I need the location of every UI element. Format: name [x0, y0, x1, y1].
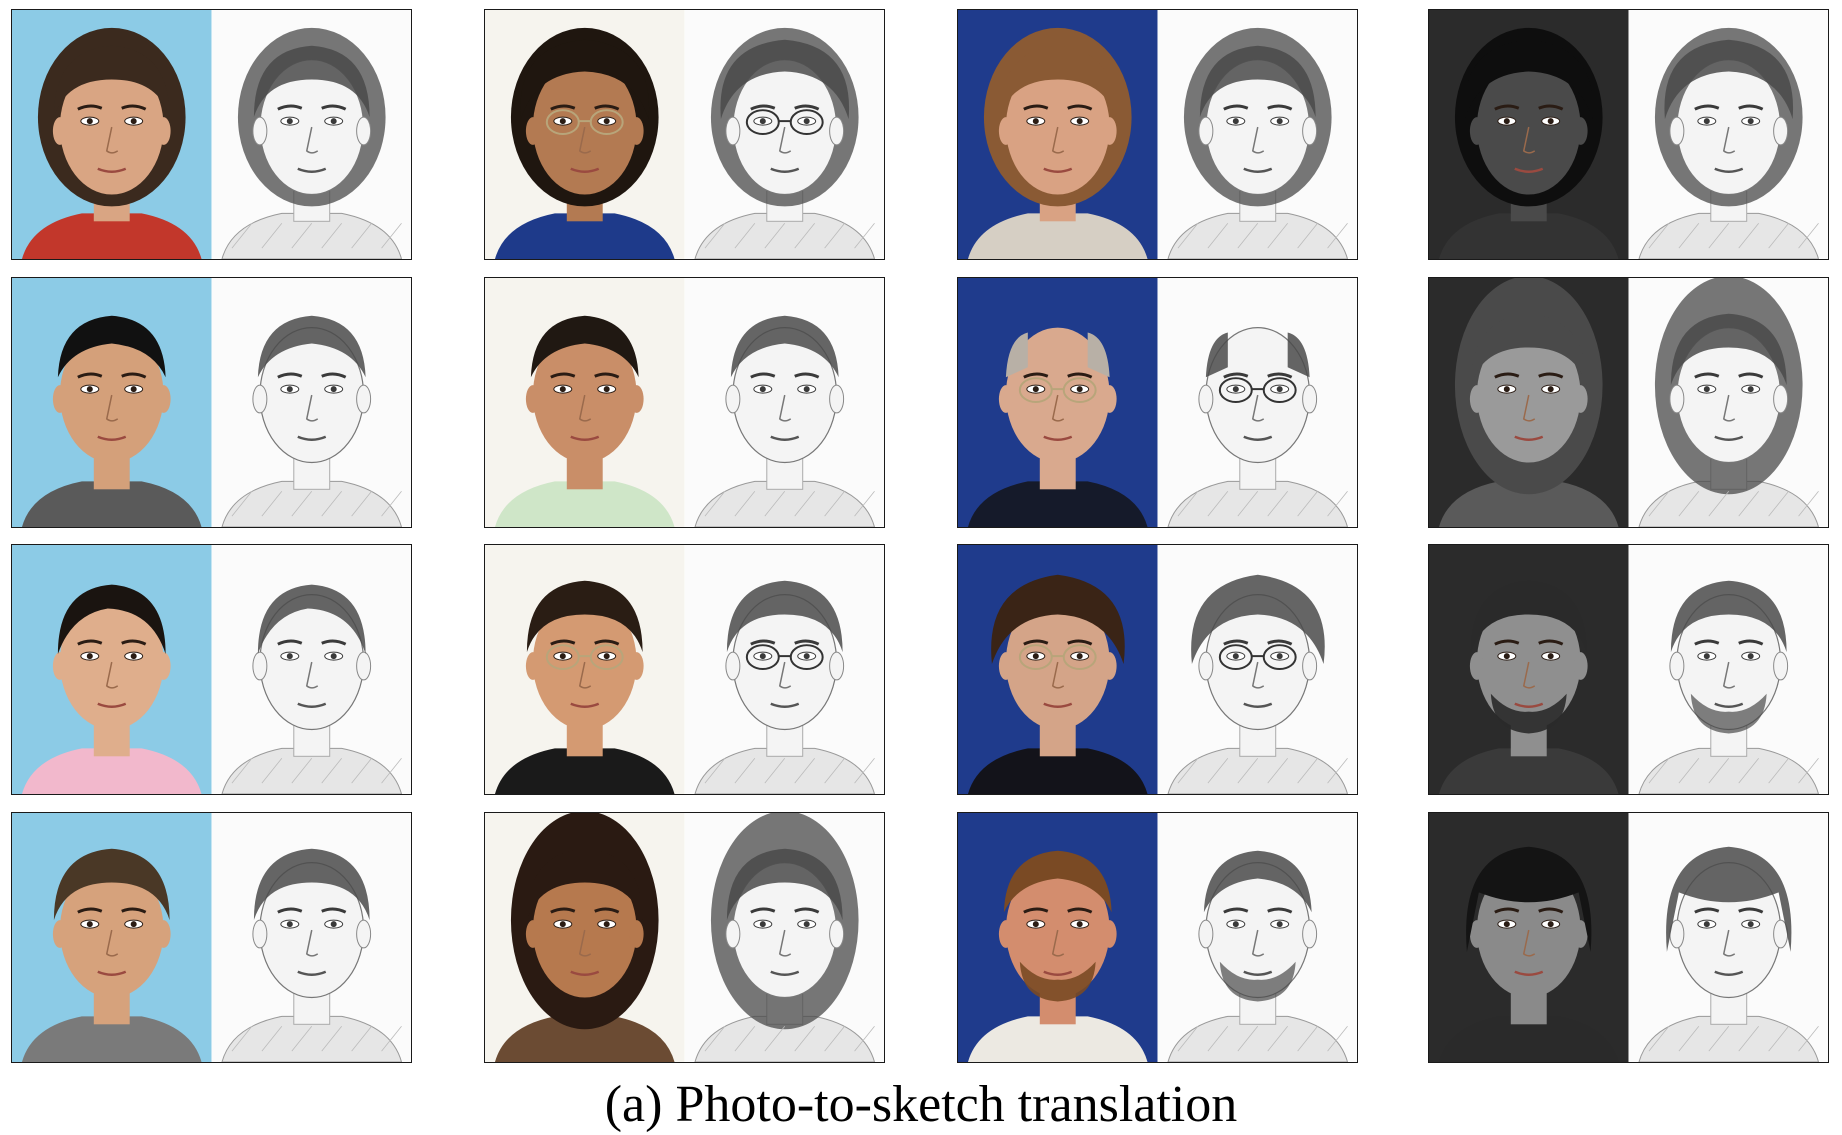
face-photo [12, 10, 212, 259]
face-photo-image [1429, 813, 1629, 1062]
face-photo [1429, 10, 1629, 259]
face-photo-image [958, 545, 1158, 794]
face-sketch-image [684, 545, 884, 794]
face-sketch [1628, 10, 1828, 259]
face-sketch-image [211, 545, 411, 794]
face-sketch-image [1628, 545, 1828, 794]
face-sketch [1628, 278, 1828, 527]
face-sketch-image [1157, 278, 1357, 527]
face-photo-image [485, 278, 685, 527]
face-photo-image [958, 813, 1158, 1062]
face-photo [1429, 278, 1629, 527]
face-photo [12, 278, 212, 527]
face-sketch [684, 10, 884, 259]
face-photo [958, 545, 1158, 794]
face-sketch-image [684, 278, 884, 527]
face-photo [485, 278, 685, 527]
photo-sketch-pair [484, 9, 885, 260]
photo-sketch-pair [11, 277, 412, 528]
face-sketch [684, 278, 884, 527]
face-sketch [211, 10, 411, 259]
face-sketch-image [1157, 813, 1357, 1062]
face-sketch [211, 545, 411, 794]
face-sketch [684, 545, 884, 794]
face-photo-image [485, 813, 685, 1062]
photo-sketch-pair [484, 277, 885, 528]
face-sketch-image [211, 278, 411, 527]
face-sketch-image [684, 10, 884, 259]
face-sketch-image [211, 10, 411, 259]
face-photo [958, 10, 1158, 259]
face-sketch [684, 813, 884, 1062]
face-sketch-image [211, 813, 411, 1062]
face-sketch-image [1628, 10, 1828, 259]
face-photo-image [12, 545, 212, 794]
face-photo [12, 545, 212, 794]
face-photo-image [1429, 545, 1629, 794]
face-sketch [1157, 278, 1357, 527]
face-photo-image [12, 813, 212, 1062]
face-photo-image [12, 10, 212, 259]
face-photo-image [958, 10, 1158, 259]
face-photo-image [485, 10, 685, 259]
face-photo-image [12, 278, 212, 527]
photo-sketch-pair [1428, 812, 1829, 1063]
face-sketch-image [684, 813, 884, 1062]
face-photo [12, 813, 212, 1062]
face-sketch [1157, 545, 1357, 794]
face-sketch-image [1157, 545, 1357, 794]
face-photo [485, 813, 685, 1062]
face-sketch [1628, 545, 1828, 794]
face-photo [958, 278, 1158, 527]
face-sketch-image [1628, 278, 1828, 527]
face-sketch [1157, 10, 1357, 259]
photo-sketch-pair [11, 544, 412, 795]
photo-sketch-pair [957, 812, 1358, 1063]
face-sketch [1628, 813, 1828, 1062]
photo-sketch-pair [1428, 9, 1829, 260]
face-photo-image [1429, 278, 1629, 527]
face-sketch [211, 278, 411, 527]
photo-sketch-pair [11, 9, 412, 260]
photo-sketch-pair [11, 812, 412, 1063]
face-sketch-image [1628, 813, 1828, 1062]
face-photo [958, 813, 1158, 1062]
face-photo-image [485, 545, 685, 794]
photo-sketch-pair [484, 544, 885, 795]
face-sketch [211, 813, 411, 1062]
photo-sketch-pair [1428, 277, 1829, 528]
photo-sketch-pair [957, 277, 1358, 528]
face-sketch-image [1157, 10, 1357, 259]
face-photo-image [1429, 10, 1629, 259]
figure-caption: (a) Photo-to-sketch translation [604, 1076, 1238, 1133]
face-photo [485, 545, 685, 794]
face-photo [1429, 545, 1629, 794]
face-photo-image [958, 278, 1158, 527]
face-sketch [1157, 813, 1357, 1062]
photo-sketch-pair [1428, 544, 1829, 795]
face-photo [485, 10, 685, 259]
photo-sketch-pair [484, 812, 885, 1063]
photo-sketch-pair [957, 9, 1358, 260]
face-photo [1429, 813, 1629, 1062]
photo-sketch-pair [957, 544, 1358, 795]
